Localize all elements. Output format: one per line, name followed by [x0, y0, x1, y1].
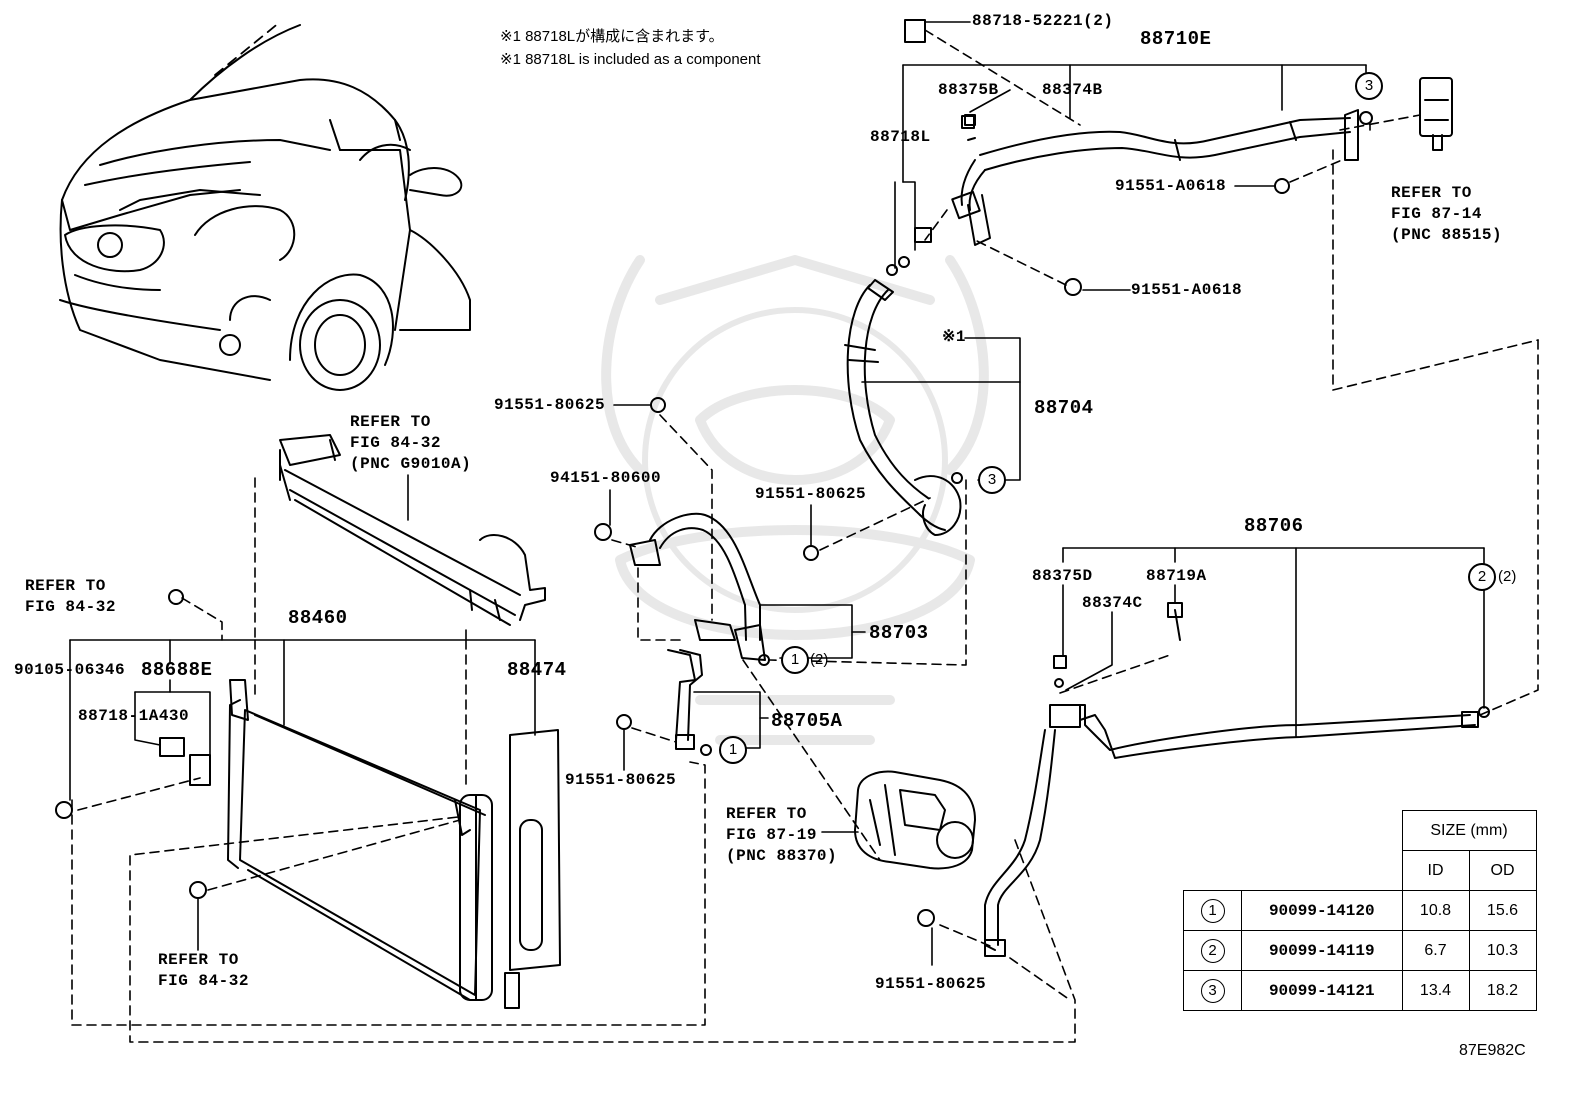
- refer-fig-87-19-line3: (PNC 88370): [726, 847, 838, 865]
- part-label-91551-80625-lower[interactable]: 91551-80625: [565, 771, 677, 789]
- expansion-valve: [1419, 77, 1453, 151]
- table-row: 3 90099-14121 13.4 18.2: [1183, 970, 1537, 1011]
- refer-fig-87-14-line1: REFER TO: [1391, 184, 1472, 202]
- part-label-91551-A0618-lower[interactable]: 91551-A0618: [1131, 281, 1243, 299]
- part-label-94151-80600[interactable]: 94151-80600: [550, 469, 662, 487]
- callout-qty-88703: (2): [810, 651, 829, 668]
- condenser-88460: [227, 679, 493, 1001]
- refer-fig-84-32-bottom-line2[interactable]: FIG 84-32: [158, 972, 249, 990]
- size-table-header: SIZE (mm): [1401, 810, 1537, 851]
- part-label-88705A[interactable]: 88705A: [771, 710, 843, 732]
- watermark-logo: [601, 255, 989, 745]
- part-label-91551-80625-bottom[interactable]: 91551-80625: [875, 975, 987, 993]
- row-outer-diameter: 18.2: [1468, 970, 1537, 1011]
- size-table-col-id: ID: [1401, 850, 1470, 891]
- table-row: 2 90099-14119 6.7 10.3: [1183, 930, 1537, 971]
- refer-fig-84-32-top-line3: (PNC G9010A): [350, 455, 472, 473]
- refer-fig-84-32-left-line1: REFER TO: [25, 577, 106, 595]
- refer-fig-84-32-left-line2[interactable]: FIG 84-32: [25, 598, 116, 616]
- note-en: ※1 88718L is included as a component: [500, 51, 761, 68]
- diagram-code: 87E982C: [1459, 1042, 1526, 1059]
- o-ring-size-table: SIZE (mm) ID OD 1 90099-14120 10.8 15.6 …: [1183, 810, 1537, 1011]
- callout-circle-2-88706: 2: [1468, 563, 1496, 591]
- row-inner-diameter: 10.8: [1401, 890, 1470, 931]
- callout-qty-88706: (2): [1498, 568, 1517, 585]
- row-outer-diameter: 15.6: [1468, 890, 1537, 931]
- part-label-88710E[interactable]: 88710E: [1140, 28, 1212, 50]
- refer-fig-87-19-line1: REFER TO: [726, 805, 807, 823]
- note-jp: ※1 88718Lが構成に含まれます。: [500, 28, 724, 45]
- part-label-88374B[interactable]: 88374B: [1042, 81, 1103, 99]
- part-label-88474[interactable]: 88474: [507, 659, 567, 681]
- callout-circle-1-88705A: 1: [719, 736, 747, 764]
- compressor: [854, 770, 976, 870]
- dryer-88474: [504, 729, 561, 1009]
- part-label-91551-80625-top[interactable]: 91551-80625: [494, 396, 606, 414]
- refer-fig-87-14-line2[interactable]: FIG 87-14: [1391, 205, 1482, 223]
- row-inner-diameter: 13.4: [1401, 970, 1470, 1011]
- row-number: 3: [1200, 978, 1225, 1003]
- row-part-number[interactable]: 90099-14119: [1241, 930, 1403, 971]
- part-label-91551-A0618-upper[interactable]: 91551-A0618: [1115, 177, 1227, 195]
- part-label-88460[interactable]: 88460: [288, 607, 348, 629]
- refer-fig-84-32-bottom-line1: REFER TO: [158, 951, 239, 969]
- part-label-88718L[interactable]: 88718L: [870, 128, 931, 146]
- refer-fig-87-19-line2[interactable]: FIG 87-19: [726, 826, 817, 844]
- part-label-88375B[interactable]: 88375B: [938, 81, 999, 99]
- part-label-88719A[interactable]: 88719A: [1146, 567, 1207, 585]
- row-number: 2: [1200, 938, 1225, 963]
- part-label-90105-06346[interactable]: 90105-06346: [14, 661, 126, 679]
- note-star-1: ※1: [942, 328, 967, 346]
- part-label-91551-80625-mid[interactable]: 91551-80625: [755, 485, 867, 503]
- callout-circle-3-top: 3: [1355, 72, 1383, 100]
- part-label-88718-1A430[interactable]: 88718-1A430: [78, 707, 190, 725]
- dashed-assembly-lines: [71, 29, 1539, 1043]
- part-label-88703[interactable]: 88703: [869, 622, 929, 644]
- vehicle-pointer-line: [214, 21, 281, 76]
- part-label-88704[interactable]: 88704: [1034, 397, 1094, 419]
- refer-fig-87-14-line3: (PNC 88515): [1391, 226, 1503, 244]
- part-label-88374C[interactable]: 88374C: [1082, 594, 1143, 612]
- refer-fig-84-32-top-line2[interactable]: FIG 84-32: [350, 434, 441, 452]
- row-outer-diameter: 10.3: [1468, 930, 1537, 971]
- liquid-pipe-88706: [984, 704, 1479, 957]
- row-part-number[interactable]: 90099-14120: [1241, 890, 1403, 931]
- refer-fig-84-32-top-line1: REFER TO: [350, 413, 431, 431]
- part-label-88706[interactable]: 88706: [1244, 515, 1304, 537]
- row-number: 1: [1200, 898, 1225, 923]
- suction-hose-88704: [844, 279, 962, 536]
- discharge-pipe-88710E: [951, 109, 1359, 246]
- pipe-88703: [629, 512, 766, 661]
- callout-circle-1-88703: 1: [781, 646, 809, 674]
- part-label-88375D[interactable]: 88375D: [1032, 567, 1093, 585]
- cooler-assembly-top: [279, 434, 546, 626]
- size-table-col-od: OD: [1468, 850, 1537, 891]
- table-row: 1 90099-14120 10.8 15.6: [1183, 890, 1537, 931]
- part-label-88688E[interactable]: 88688E: [141, 659, 213, 681]
- vehicle-front-illustration: [59, 24, 471, 391]
- callout-circle-3-hose: 3: [978, 466, 1006, 494]
- part-label-88718-52221[interactable]: 88718-52221(2): [972, 12, 1114, 30]
- row-part-number[interactable]: 90099-14121: [1241, 970, 1403, 1011]
- row-inner-diameter: 6.7: [1401, 930, 1470, 971]
